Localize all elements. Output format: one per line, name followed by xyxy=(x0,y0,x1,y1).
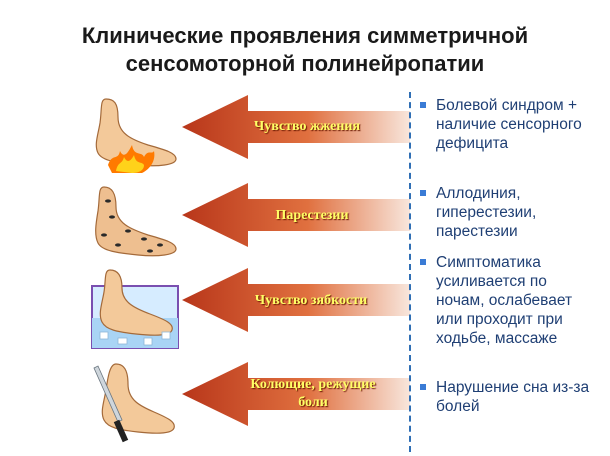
bullet-square-icon xyxy=(420,259,426,265)
label-paresthesia: Парестезии xyxy=(275,208,349,223)
diagram-title: Клинические проявления симметричной сенс… xyxy=(0,22,610,78)
bullet-4: Нарушение сна из-за болей xyxy=(420,378,610,416)
bullet-2: Аллодиния, гиперестезии, парестезии xyxy=(420,184,610,241)
dashed-divider xyxy=(409,92,411,452)
arrow-paresthesia xyxy=(182,183,410,247)
title-line-2: сенсомоторной полинейропатии xyxy=(125,51,485,76)
foot-ice-water-icon xyxy=(91,269,179,349)
bullet-1-text: Болевой синдром + наличие сенсорного деф… xyxy=(436,97,582,152)
bullet-square-icon xyxy=(420,384,426,390)
row-burning: Чувство жжения xyxy=(0,95,610,175)
label-chilliness: Чувство зябкости xyxy=(254,293,368,308)
title-line-1: Клинические проявления симметричной xyxy=(81,23,529,48)
foot-fire-icon xyxy=(95,98,177,173)
foot-ants-icon xyxy=(95,186,177,257)
bullet-1: Болевой синдром + наличие сенсорного деф… xyxy=(420,96,610,153)
bullet-square-icon xyxy=(420,102,426,108)
bullet-square-icon xyxy=(420,190,426,196)
row-stabbing-pain: Колющие, режущие боли xyxy=(0,362,610,443)
row-chilliness: Чувство зябкости xyxy=(0,268,610,349)
foot-knife-icon xyxy=(93,363,175,443)
bullet-4-text: Нарушение сна из-за болей xyxy=(436,379,590,415)
row-paresthesia: Парестезии xyxy=(0,183,610,263)
arrow-burning xyxy=(182,95,410,159)
label-burning: Чувство жжения xyxy=(253,119,361,134)
label-stabbing-pain: Колющие, режущие боли xyxy=(250,377,376,410)
bullet-3: Симптоматика усиливается по ночам, ослаб… xyxy=(420,253,610,348)
arrow-chilliness xyxy=(182,268,410,332)
arrow-stabbing-pain xyxy=(182,362,410,426)
bullet-2-text: Аллодиния, гиперестезии, парестезии xyxy=(436,185,537,240)
bullet-3-text: Симптоматика усиливается по ночам, ослаб… xyxy=(436,254,573,347)
